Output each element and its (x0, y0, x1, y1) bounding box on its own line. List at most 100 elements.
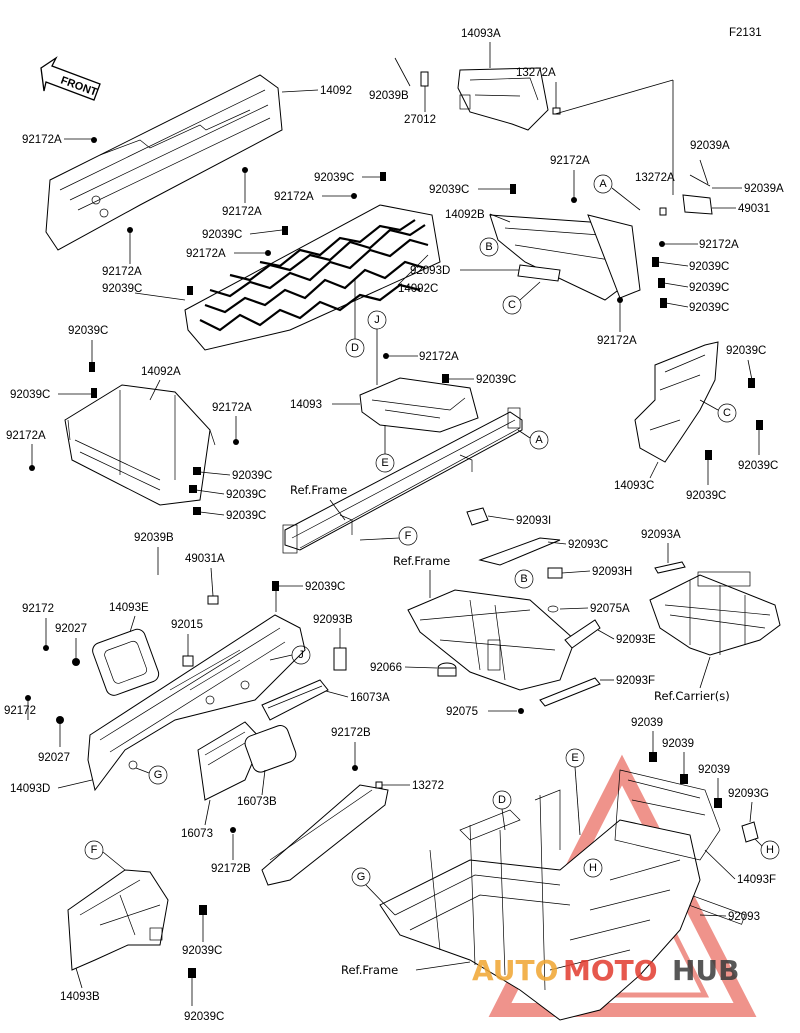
svg-text:HUB: HUB (672, 954, 740, 987)
label-92075: 92075 (446, 706, 478, 718)
label-14093D: 14093D (10, 783, 50, 795)
svg-text:E: E (571, 752, 578, 764)
main-frame-assembly (379, 769, 746, 1021)
label-92172A-6: 92172A (550, 155, 590, 167)
label-92172A-10: 92172A (6, 430, 46, 442)
svg-text:G: G (357, 871, 366, 883)
label-14092: 14092 (320, 85, 352, 97)
part-14092B (489, 214, 641, 301)
svg-text:H: H (766, 844, 774, 856)
svg-text:B: B (520, 573, 527, 585)
watermark-text: AUTO MOTO HUB (472, 954, 740, 987)
label-16073B: 16073B (237, 796, 277, 808)
label-92172A-3: 92172A (102, 266, 142, 278)
label-92039C-13: 92039C (476, 374, 516, 386)
label-92172-1: 92172 (22, 603, 54, 615)
label-27012: 27012 (404, 114, 436, 126)
label-92039C-14: 92039C (726, 345, 766, 357)
svg-text:H: H (589, 862, 597, 874)
label-92039C-7: 92039C (689, 302, 729, 314)
mesh-floor-14092C (134, 204, 441, 351)
label-92172-2: 92172 (4, 705, 36, 717)
label-16073A: 16073A (350, 692, 390, 704)
label-92039B-2: 92039B (134, 532, 174, 544)
label-92039-3: 92039 (698, 764, 730, 776)
svg-text:D: D (498, 794, 506, 806)
label-14093B: 14093B (60, 991, 100, 1003)
label-92039C-11: 92039C (226, 489, 266, 501)
label-92172A-1: 92172A (22, 134, 62, 146)
svg-text:G: G (154, 769, 163, 781)
panel-14092 (45, 74, 319, 251)
svg-text:A: A (599, 178, 607, 190)
part-14093C (634, 341, 719, 463)
label-92172A-8: 92172A (597, 335, 637, 347)
label-92093E: 92093E (616, 634, 656, 646)
label-14093: 14093 (290, 399, 322, 411)
label-92172B-2: 92172B (211, 863, 251, 875)
ref-frame-1: Ref.Frame (290, 483, 347, 497)
ref-frame-3: Ref.Frame (341, 963, 398, 977)
callout-E-1: E (375, 453, 395, 473)
part-14093B (67, 869, 169, 971)
svg-text:F: F (91, 844, 98, 856)
label-92039C-18: 92039C (182, 945, 222, 957)
label-92093F: 92093F (616, 675, 655, 687)
front-arrow-icon: FRONT (40, 56, 101, 101)
callout-H-1: H (583, 858, 603, 878)
svg-text:C: C (508, 299, 516, 311)
part-92093E (564, 619, 601, 649)
label-13272: 13272 (412, 780, 444, 792)
callout-C-2: C (717, 403, 737, 423)
part-14092A (64, 384, 216, 506)
label-92172A-9: 92172A (212, 402, 252, 414)
label-14093F: 14093F (737, 874, 776, 886)
label-92039-1: 92039 (631, 717, 663, 729)
svg-text:J: J (298, 649, 304, 661)
label-92093B: 92093B (313, 614, 353, 626)
callout-B-2: B (514, 569, 534, 589)
frame-center-section (407, 589, 576, 691)
svg-text:E: E (381, 457, 388, 469)
part-16073B (244, 725, 297, 773)
label-14093A: 14093A (461, 28, 501, 40)
label-92093G: 92093G (728, 788, 769, 800)
callout-H-2: H (760, 840, 780, 860)
label-14092C: 14092C (398, 283, 438, 295)
label-92172B-1: 92172B (331, 727, 371, 739)
callout-J-1: J (367, 310, 387, 330)
label-92172A-2: 92172A (222, 206, 262, 218)
carrier-part (649, 571, 781, 656)
label-92039C-15: 92039C (738, 460, 778, 472)
part-13272-plate (261, 784, 389, 886)
callout-G-2: G (351, 867, 371, 887)
callout-D-1: D (345, 338, 365, 358)
callout-B-1: B (479, 237, 499, 257)
callout-E-2: E (565, 748, 585, 768)
label-92093: 92093 (728, 911, 760, 923)
part-92093F (539, 677, 601, 707)
part-14093E (92, 628, 160, 696)
label-92093D: 92093D (410, 265, 450, 277)
label-92039C-16: 92039C (686, 490, 726, 502)
label-14093E: 14093E (109, 602, 149, 614)
label-92172A-7: 92172A (699, 239, 739, 251)
label-92039B-1: 92039B (369, 90, 409, 102)
part-92093I (466, 507, 489, 526)
label-92027-1: 92027 (55, 623, 87, 635)
callout-G-1: G (148, 765, 168, 785)
callout-F-2: F (84, 840, 104, 860)
label-49031A: 49031A (185, 553, 225, 565)
svg-text:A: A (535, 434, 543, 446)
label-92039A-2: 92039A (744, 183, 784, 195)
label-92066: 92066 (370, 662, 402, 674)
label-92039C-1: 92039C (102, 283, 142, 295)
frame-crossmember (282, 407, 523, 554)
part-14093D (87, 614, 306, 792)
label-92039C-4: 92039C (429, 184, 469, 196)
svg-text:D: D (351, 342, 359, 354)
label-16073: 16073 (181, 828, 213, 840)
callout-C-1: C (502, 295, 522, 315)
label-14092B: 14092B (445, 209, 485, 221)
part-92093C (478, 537, 561, 566)
